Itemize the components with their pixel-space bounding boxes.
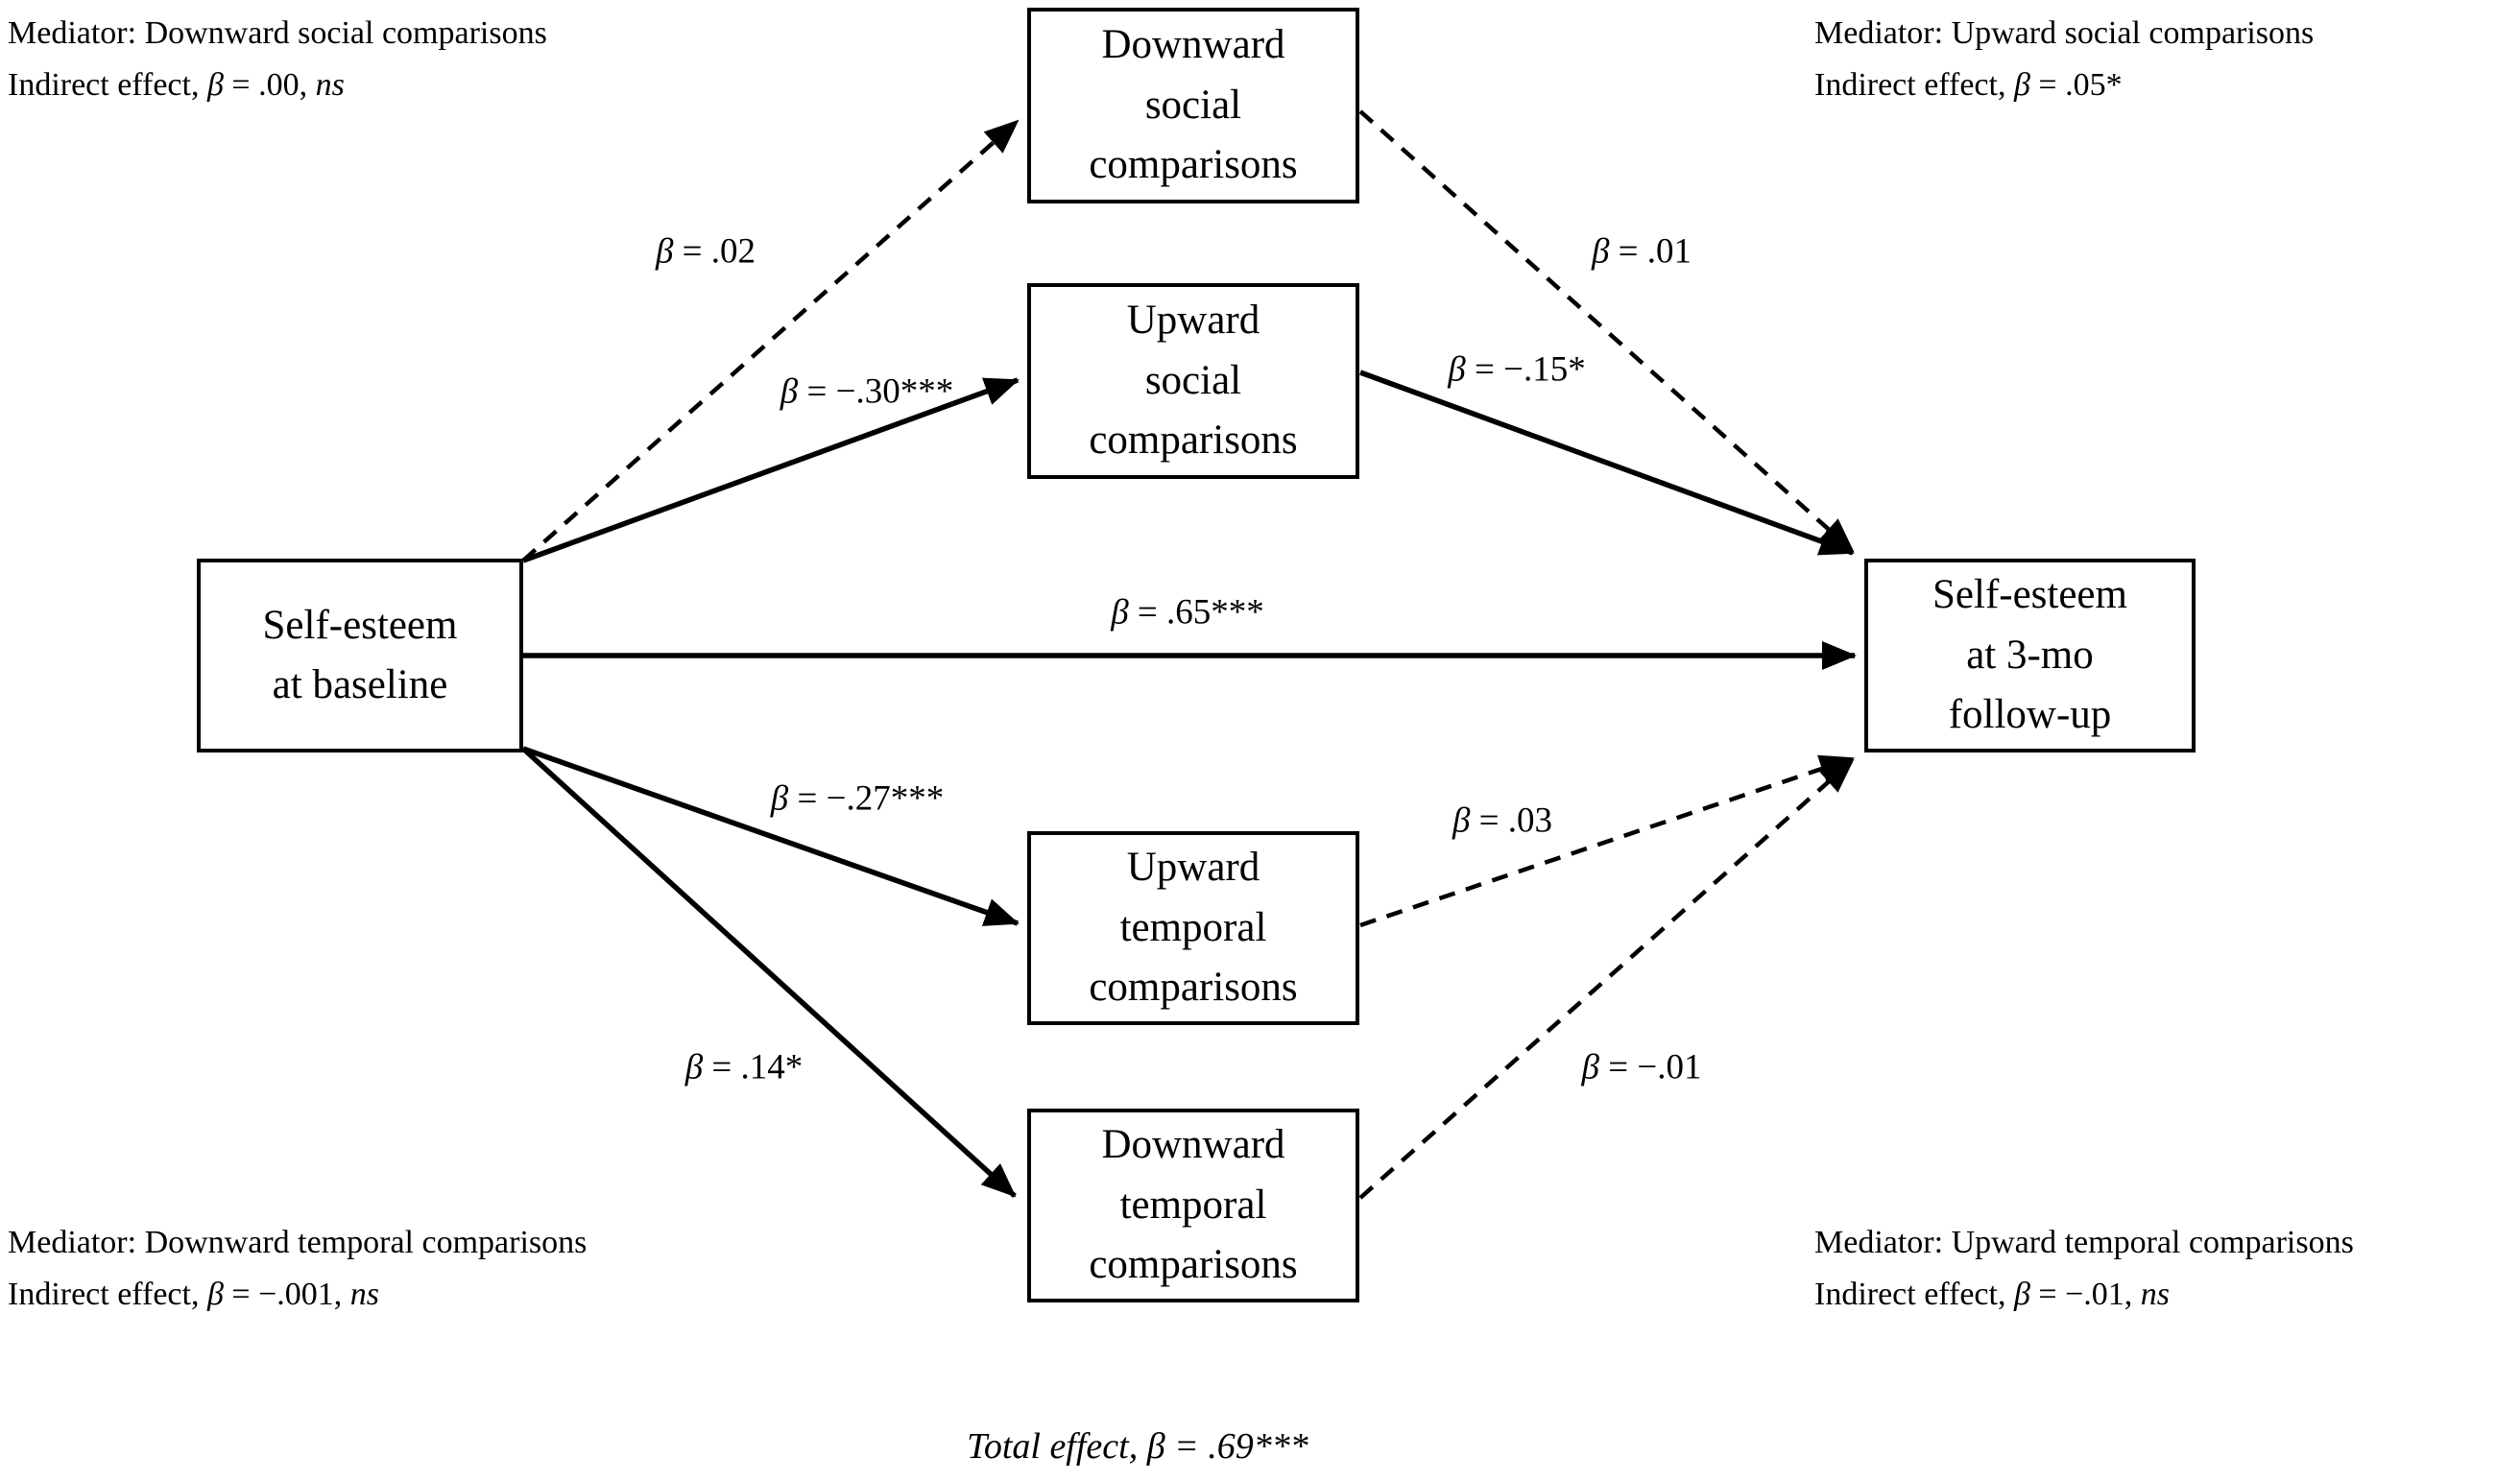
arrow-downward-social-to-followup bbox=[1358, 109, 1855, 553]
effect-value: = .00, bbox=[223, 67, 316, 104]
annotation-indirect-effect: Indirect effect, β = −.001, ns bbox=[8, 1269, 587, 1321]
node-downward-temporal-comparisons: Downward temporal comparisons bbox=[1027, 1109, 1359, 1302]
arrow-upward-temporal-to-followup bbox=[1359, 754, 1855, 928]
effect-value: = .05* bbox=[2029, 67, 2123, 104]
node-self-esteem-baseline: Self-esteem at baseline bbox=[197, 559, 523, 752]
coef-baseline-upward-temporal: β = −.27*** bbox=[771, 778, 944, 820]
coef-baseline-downward-social: β = .02 bbox=[656, 231, 756, 273]
node-downward-social-comparisons: Downward social comparisons bbox=[1027, 8, 1359, 203]
annotation-bottom-left: Mediator: Downward temporal comparisons … bbox=[8, 1217, 587, 1322]
annotation-bottom-right: Mediator: Upward temporal comparisons In… bbox=[1814, 1217, 2354, 1322]
beta-symbol: β bbox=[1146, 1426, 1165, 1467]
beta-symbol: β bbox=[2013, 1277, 2030, 1313]
annotation-indirect-effect: Indirect effect, β = .00, ns bbox=[8, 60, 547, 111]
effect-suffix: ns bbox=[349, 1277, 379, 1313]
coef-value: = −.30*** bbox=[798, 371, 954, 412]
beta-symbol: β bbox=[770, 778, 789, 819]
coef-value: = .03 bbox=[1470, 800, 1553, 841]
beta-symbol: β bbox=[2013, 67, 2030, 104]
node-upward-temporal-comparisons: Upward temporal comparisons bbox=[1027, 831, 1359, 1025]
arrow-baseline-to-downward-social bbox=[521, 119, 1020, 562]
coef-baseline-followup: β = .65*** bbox=[1111, 592, 1264, 633]
total-effect-label: Total effect, β = .69*** bbox=[967, 1425, 1308, 1468]
beta-symbol: β bbox=[206, 67, 224, 104]
beta-symbol: β bbox=[780, 371, 799, 412]
annotation-mediator-text: Mediator: Upward social comparisons bbox=[1814, 15, 2315, 51]
arrow-downward-temporal-to-followup bbox=[1358, 758, 1855, 1200]
coef-value: = .14* bbox=[703, 1047, 804, 1087]
annotation-mediator-text: Mediator: Upward temporal comparisons bbox=[1814, 1225, 2354, 1260]
coef-value: = .01 bbox=[1609, 231, 1692, 272]
beta-symbol: β bbox=[655, 231, 674, 272]
beta-symbol: β bbox=[1591, 231, 1610, 272]
coef-value: = −.01 bbox=[1598, 1047, 1702, 1087]
coef-baseline-upward-social: β = −.30*** bbox=[780, 371, 953, 413]
effect-prefix: Indirect effect, bbox=[1814, 67, 2014, 104]
annotation-mediator-text: Mediator: Downward social comparisons bbox=[8, 15, 547, 51]
coef-value: = −.27*** bbox=[788, 778, 945, 819]
coef-upward-social-followup: β = −.15* bbox=[1448, 349, 1585, 391]
total-effect-prefix: Total effect, bbox=[967, 1426, 1147, 1467]
arrow-baseline-to-upward-social bbox=[522, 377, 1020, 563]
coef-baseline-downward-temporal: β = .14* bbox=[685, 1047, 804, 1088]
effect-prefix: Indirect effect, bbox=[8, 67, 207, 104]
beta-symbol: β bbox=[1111, 592, 1129, 633]
arrow-upward-social-to-followup bbox=[1359, 370, 1855, 556]
effect-value: = −.001, bbox=[223, 1277, 350, 1313]
effect-prefix: Indirect effect, bbox=[8, 1277, 207, 1313]
coef-value: = −.15* bbox=[1465, 349, 1586, 390]
coef-downward-temporal-followup: β = −.01 bbox=[1582, 1047, 1702, 1088]
beta-symbol: β bbox=[1452, 800, 1471, 841]
effect-suffix: ns bbox=[2140, 1277, 2170, 1313]
annotation-top-right: Mediator: Upward social comparisons Indi… bbox=[1814, 8, 2314, 112]
node-upward-social-comparisons: Upward social comparisons bbox=[1027, 283, 1359, 479]
annotation-mediator-text: Mediator: Downward temporal comparisons bbox=[8, 1225, 588, 1260]
effect-value: = −.01, bbox=[2029, 1277, 2141, 1313]
annotation-top-left: Mediator: Downward social comparisons In… bbox=[8, 8, 547, 112]
beta-symbol: β bbox=[684, 1047, 704, 1087]
coef-downward-social-followup: β = .01 bbox=[1592, 231, 1692, 273]
beta-symbol: β bbox=[1448, 349, 1466, 390]
total-effect-value: = .69*** bbox=[1164, 1426, 1308, 1467]
node-self-esteem-followup: Self-esteem at 3-mo follow-up bbox=[1864, 559, 2196, 752]
beta-symbol: β bbox=[206, 1277, 224, 1313]
annotation-indirect-effect: Indirect effect, β = −.01, ns bbox=[1814, 1269, 2354, 1321]
effect-prefix: Indirect effect, bbox=[1814, 1277, 2014, 1313]
coef-value: = .02 bbox=[673, 231, 756, 272]
arrow-baseline-to-downward-temporal bbox=[521, 746, 1017, 1199]
beta-symbol: β bbox=[1581, 1047, 1599, 1087]
coef-upward-temporal-followup: β = .03 bbox=[1452, 800, 1552, 842]
effect-suffix: ns bbox=[315, 67, 345, 104]
coef-value: = .65*** bbox=[1128, 592, 1264, 633]
annotation-indirect-effect: Indirect effect, β = .05* bbox=[1814, 60, 2314, 111]
arrow-baseline-to-upward-temporal bbox=[522, 746, 1020, 926]
